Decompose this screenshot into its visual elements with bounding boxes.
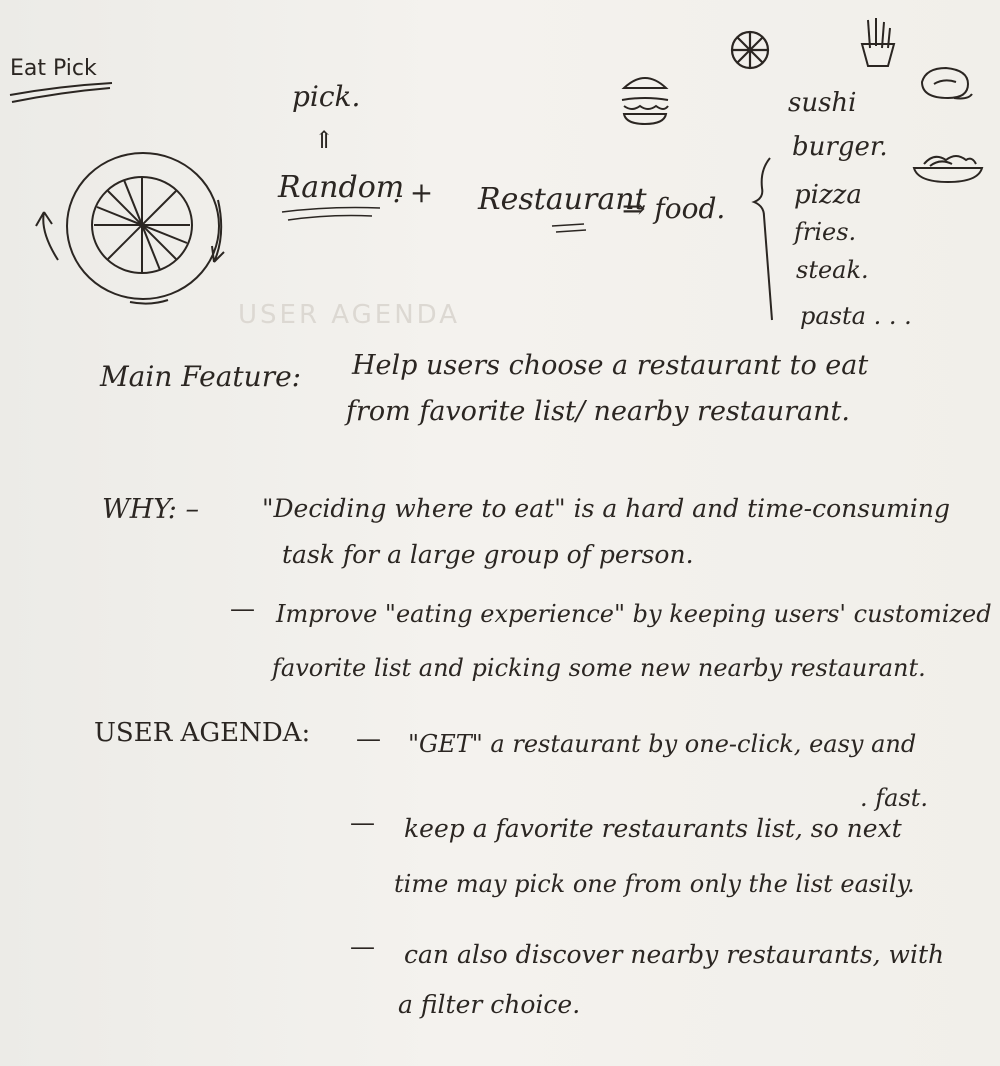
food-item-burger: burger.	[792, 132, 888, 162]
random-underline	[281, 206, 381, 221]
page-title: Eat Pick	[10, 56, 97, 81]
main-feature-line-1: Help users choose a restaurant to eat	[352, 350, 869, 381]
food-item-sushi: sushi	[788, 88, 857, 118]
user-agenda-label: USER AGENDA:	[94, 718, 311, 748]
why-dash-2: —	[230, 594, 255, 623]
pasta-icon	[912, 155, 984, 184]
steak-icon	[920, 66, 973, 100]
plus-label: . +	[392, 176, 434, 209]
pick-label: pick.	[292, 80, 361, 113]
spinning-wheel-icon	[35, 152, 225, 305]
restaurant-label: Restaurant	[478, 182, 647, 217]
why-point-2-line-1: Improve "eating experience" by keeping u…	[276, 600, 992, 628]
pizza-icon	[730, 30, 770, 70]
food-item-steak: steak.	[796, 256, 869, 284]
user-agenda-dash-1: —	[356, 724, 381, 753]
main-feature-line-2: from favorite list/ nearby restaurant.	[346, 396, 850, 427]
user-agenda-item-1-line-1: "GET" a restaurant by one-click, easy an…	[408, 730, 917, 758]
arrow-up-icon: ⇑	[314, 126, 335, 154]
food-item-pizza: pizza	[794, 180, 862, 210]
food-item-fries: fries.	[794, 218, 857, 246]
user-agenda-item-3-line-1: can also discover nearby restaurants, wi…	[404, 940, 945, 969]
random-label: Random	[278, 170, 405, 205]
restaurant-underline	[551, 223, 587, 233]
bleed-through-text: USER AGENDA	[238, 300, 460, 330]
user-agenda-dash-2: —	[350, 808, 375, 837]
fries-icon	[860, 18, 896, 67]
user-agenda-dash-3: —	[350, 932, 375, 961]
why-point-2-line-2: favorite list and picking some new nearb…	[272, 654, 926, 682]
food-item-pasta: pasta . . .	[800, 302, 912, 330]
why-point-1-line-2: task for a large group of person.	[282, 540, 694, 569]
user-agenda-item-1-line-2: . fast.	[860, 784, 929, 812]
why-label: WHY: –	[102, 494, 199, 525]
food-arrow-label: ⇒ food.	[622, 192, 726, 225]
user-agenda-item-3-line-2: a filter choice.	[398, 990, 581, 1019]
title-underline	[9, 82, 113, 103]
main-feature-label: Main Feature:	[100, 360, 302, 393]
food-list-brace	[751, 157, 773, 321]
user-agenda-item-2-line-1: keep a favorite restaurants list, so nex…	[404, 814, 902, 843]
why-point-1-line-1: "Deciding where to eat" is a hard and ti…	[262, 494, 950, 523]
burger-icon	[621, 77, 669, 126]
user-agenda-item-2-line-2: time may pick one from only the list eas…	[394, 870, 915, 898]
